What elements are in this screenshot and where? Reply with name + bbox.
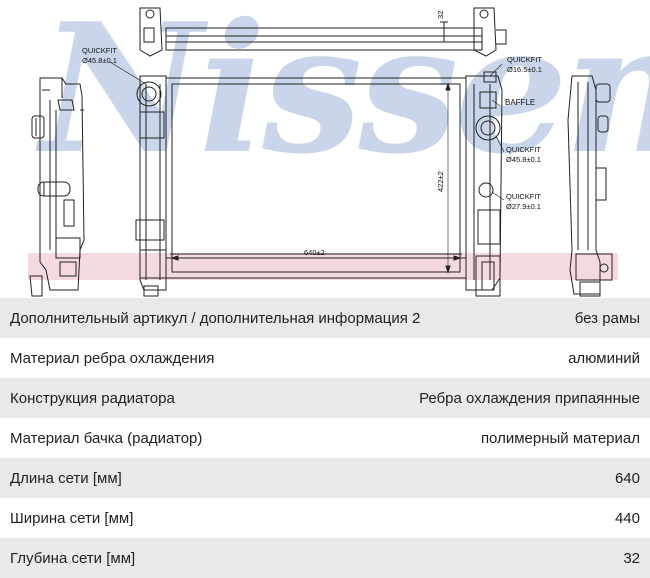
registered-mark: ® [597, 62, 618, 83]
quickfit-mid-title: QUICKFIT [506, 145, 541, 154]
quickfit-top-title: QUICKFIT [507, 55, 542, 64]
quickfit-low-title: QUICKFIT [506, 192, 541, 201]
spec-value: алюминий [568, 349, 640, 367]
spec-name: Конструкция радиатора [10, 389, 175, 407]
left-side-view [29, 77, 85, 297]
radiator-line-art [29, 7, 613, 297]
width-dimension: 640±2 [304, 248, 325, 257]
quickfit-top-dim: Ø16.5±0.1 [507, 65, 542, 74]
spec-name: Глубина сети [мм] [10, 549, 136, 567]
right-side-view [567, 75, 613, 297]
front-top-header [139, 7, 507, 57]
spec-name: Материал ребра охлаждения [10, 349, 215, 367]
spec-row: Длина сети [мм] 640 [0, 458, 650, 498]
spec-row: Конструкция радиатора Ребра охлаждения п… [0, 378, 650, 418]
quickfit-left-title: QUICKFIT [82, 46, 117, 55]
front-left-tank [135, 75, 167, 297]
spec-name: Ширина сети [мм] [10, 509, 134, 527]
spec-value: 640 [614, 469, 640, 487]
spec-name: Материал бачка (радиатор) [10, 429, 203, 447]
spec-value: Ребра охлаждения припаянные [419, 389, 640, 407]
radiator-drawing: Nissens ® [28, 0, 650, 297]
spec-table: Дополнительный артикул / дополнительная … [0, 298, 650, 578]
nissens-watermark: Nissens [40, 0, 650, 193]
quickfit-low-dim: Ø27.9±0.1 [506, 202, 541, 211]
spec-value: 440 [614, 509, 640, 527]
spec-row: Материал бачка (радиатор) полимерный мат… [0, 418, 650, 458]
height-dimension: 422±2 [436, 171, 445, 192]
depth-dimension: 32 [436, 10, 445, 19]
spec-row: Дополнительный артикул / дополнительная … [0, 298, 650, 338]
leader-lines [109, 61, 505, 201]
spec-row: Материал ребра охлаждения алюминий [0, 338, 650, 378]
spec-name: Дополнительный артикул / дополнительная … [10, 309, 421, 327]
quickfit-left-dim: Ø45.8±0.1 [82, 56, 117, 65]
quickfit-mid-dim: Ø45.8±0.1 [506, 155, 541, 164]
spec-row: Глубина сети [мм] 32 [0, 538, 650, 578]
baffle-label: BAFFLE [505, 98, 536, 107]
spec-value: 32 [623, 549, 640, 567]
spec-name: Длина сети [мм] [10, 469, 122, 487]
spec-value: без рамы [574, 309, 640, 327]
spec-value: полимерный материал [480, 429, 640, 447]
front-right-tank [465, 71, 503, 297]
spec-row: Ширина сети [мм] 440 [0, 498, 650, 538]
